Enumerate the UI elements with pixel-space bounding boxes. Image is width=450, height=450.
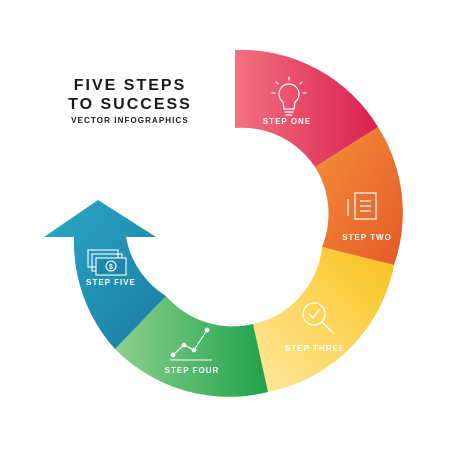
step-one-segment: STEP ONE	[235, 49, 378, 167]
chart-icon	[170, 327, 212, 361]
title-line-2: TO SUCCESS	[68, 96, 192, 113]
step-five-label: STEP FIVE	[86, 278, 136, 287]
magnifier-icon	[302, 302, 334, 334]
document-icon	[347, 192, 377, 220]
svg-text:$: $	[109, 264, 113, 271]
step-one-label: STEP ONE	[263, 117, 311, 126]
subtitle: VECTOR INFOGRAPHICS	[71, 116, 189, 125]
step-three-label: STEP THREE	[285, 344, 345, 353]
step-two-segment: STEP TWO	[315, 127, 403, 265]
step-two-label: STEP TWO	[342, 233, 392, 242]
step-three-segment: STEP THREE	[253, 247, 394, 392]
lightbulb-icon	[271, 76, 307, 116]
title-block: FIVE STEPS TO SUCCESS VECTOR INFOGRAPHIC…	[50, 76, 210, 125]
money-icon: $	[87, 249, 127, 276]
step-four-segment: STEP FOUR	[115, 296, 268, 397]
title-line-1: FIVE STEPS	[73, 77, 187, 94]
step-four-label: STEP FOUR	[165, 366, 220, 375]
step-five-segment: $ STEP FIVE	[44, 200, 166, 349]
